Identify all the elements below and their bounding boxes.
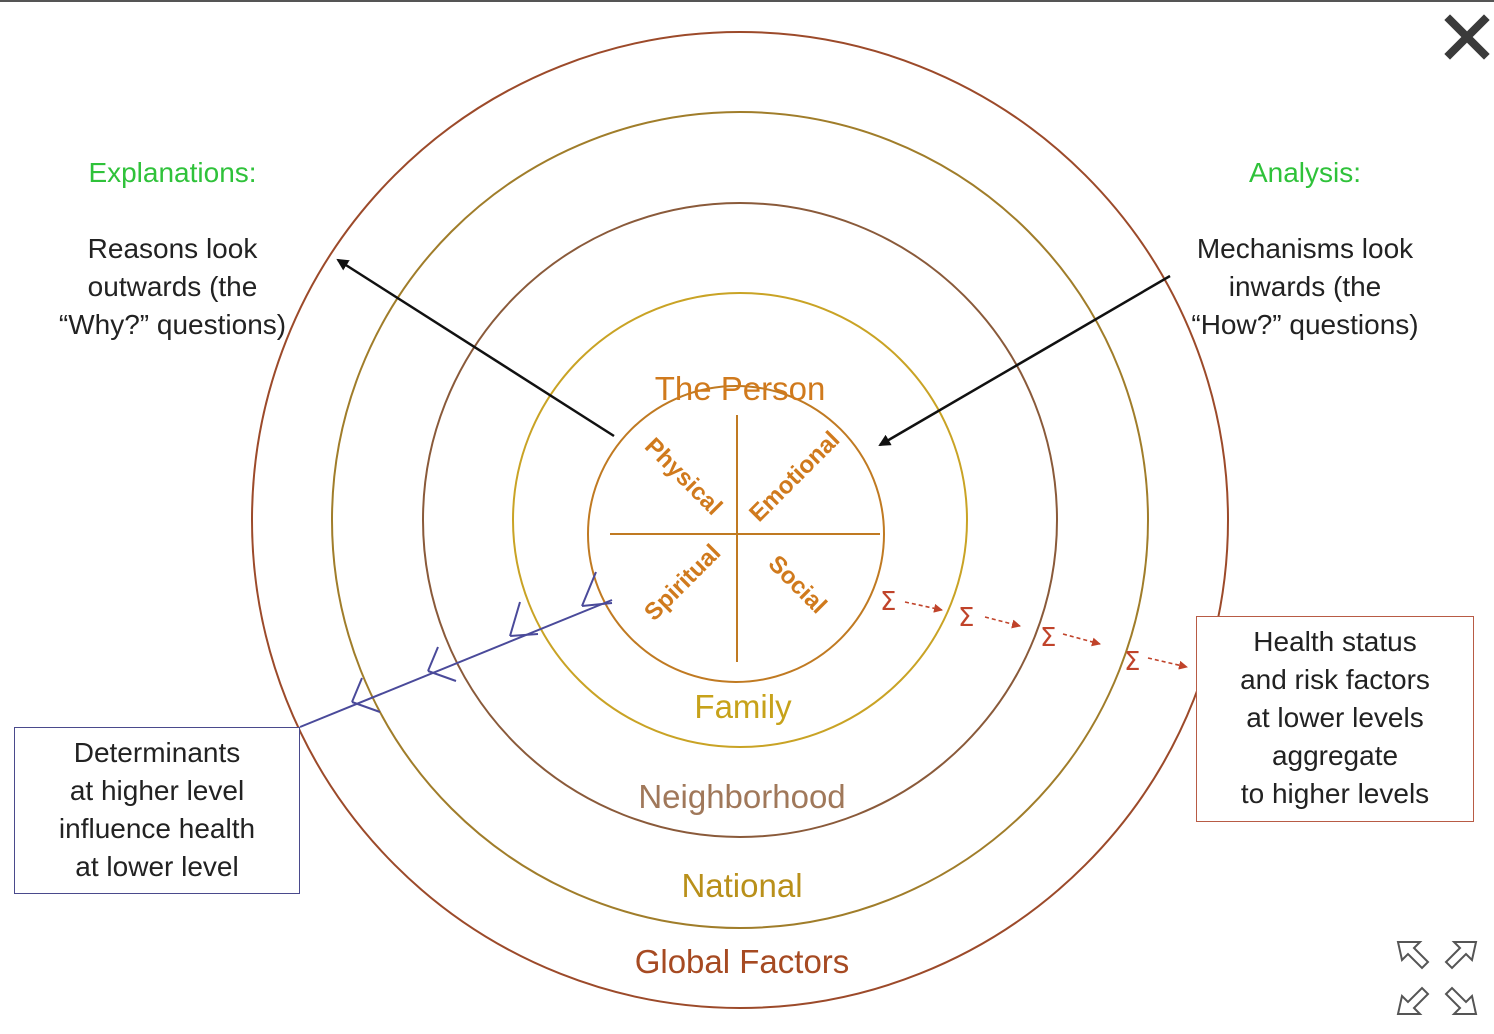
determinants-box: Determinants at higher level influence h… <box>14 727 300 894</box>
blue-fork-3 <box>509 601 539 637</box>
ring-national <box>331 111 1149 929</box>
analysis-body: Mechanisms look inwards (the “How?” ques… <box>1191 233 1419 340</box>
label-the-person: The Person <box>655 370 826 407</box>
explanations-arrow <box>336 258 615 438</box>
determinants-text: Determinants at higher level influence h… <box>58 737 256 882</box>
ring-person <box>587 385 885 683</box>
sigma-1: Σ <box>880 587 896 617</box>
expand-icon <box>1396 941 1478 1015</box>
explanations-block: Explanations: Reasons look outwards (the… <box>30 116 315 382</box>
sigma-labels: Σ Σ Σ Σ <box>880 587 1140 677</box>
sigma-2: Σ <box>958 603 974 633</box>
blue-fork-4 <box>581 571 613 607</box>
health-status-box: Health status and risk factors at lower … <box>1196 616 1474 822</box>
health-status-text: Health status and risk factors at lower … <box>1240 626 1430 809</box>
label-neighborhood: Neighborhood <box>638 778 845 815</box>
label-national: National <box>681 867 802 904</box>
top-border <box>0 0 1494 8</box>
blue-fork-1 <box>351 677 381 713</box>
sigma-4: Σ <box>1124 647 1140 677</box>
analysis-heading: Analysis: <box>1248 157 1362 188</box>
close-icon <box>1444 14 1490 60</box>
ring-neighborhood <box>422 202 1058 838</box>
analysis-block: Analysis: Mechanisms look inwards (the “… <box>1160 116 1450 382</box>
aggregation-arrows <box>904 601 1188 670</box>
ring-global <box>251 31 1229 1009</box>
label-family: Family <box>694 688 792 725</box>
quadrant-social: Social <box>763 550 832 619</box>
sigma-3: Σ <box>1040 623 1056 653</box>
close-button[interactable] <box>1440 14 1492 62</box>
quadrant-emotional: Emotional <box>744 426 845 527</box>
analysis-arrow <box>878 274 1171 447</box>
determinant-arrows <box>299 571 613 728</box>
ring-family <box>512 292 968 748</box>
quadrant-spiritual: Spiritual <box>639 539 726 626</box>
explanations-heading: Explanations: <box>88 157 257 188</box>
label-global-factors: Global Factors <box>635 943 850 980</box>
quadrant-physical: Physical <box>639 433 727 521</box>
expand-button[interactable] <box>1392 936 1482 1020</box>
explanations-body: Reasons look outwards (the “Why?” questi… <box>58 233 287 340</box>
blue-fork-2 <box>427 646 457 682</box>
